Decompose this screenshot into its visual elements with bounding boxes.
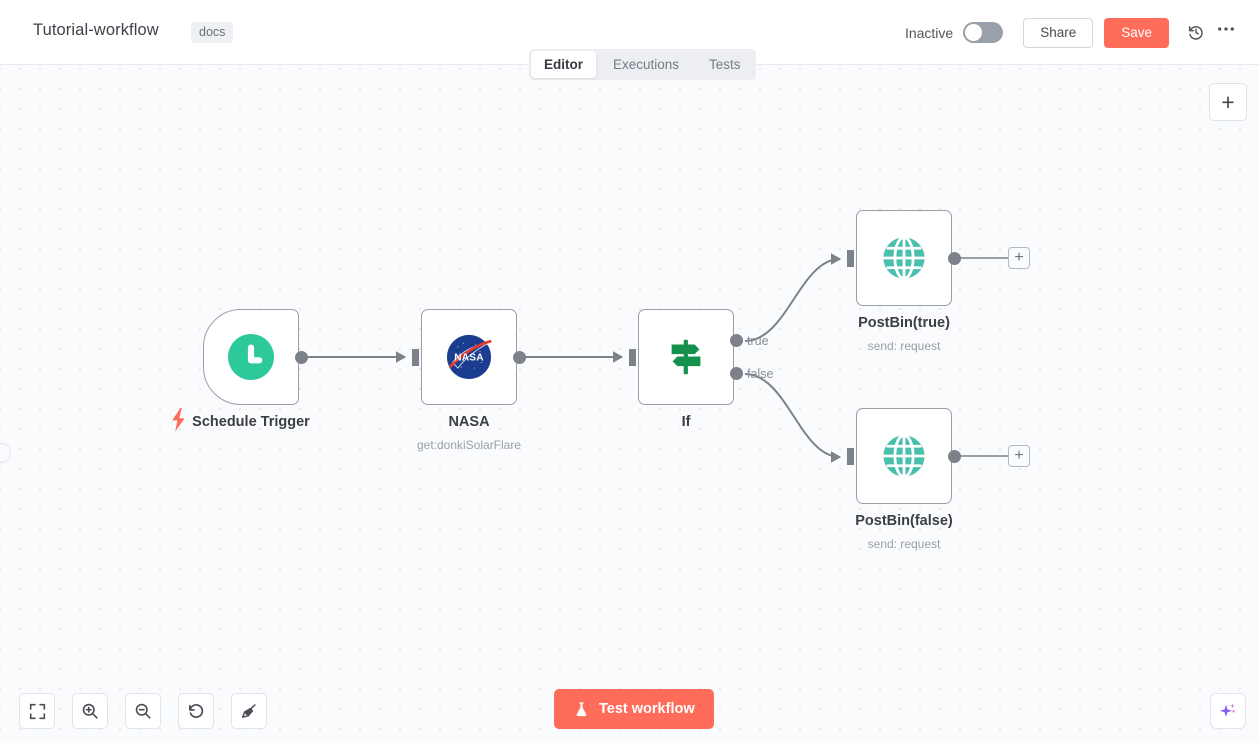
input-port-postbin-false xyxy=(847,448,854,465)
add-node-after-postbin-false[interactable]: + xyxy=(1008,445,1030,467)
reset-zoom-button[interactable] xyxy=(178,693,214,729)
zoom-in-button[interactable] xyxy=(72,693,108,729)
node-schedule-trigger[interactable] xyxy=(203,309,299,405)
clock-icon xyxy=(228,334,274,380)
lightning-bolt-icon xyxy=(172,408,185,432)
node-label-postbin-true: PostBin(true) xyxy=(858,315,950,331)
ellipsis-icon xyxy=(1218,27,1234,31)
output-label-false: false xyxy=(747,367,774,381)
app-header: Tutorial-workflow docs Inactive Share Sa… xyxy=(0,0,1259,65)
node-nasa[interactable]: NASA xyxy=(421,309,517,405)
workflow-history-button[interactable] xyxy=(1181,18,1211,48)
input-port-nasa xyxy=(412,349,419,366)
workflow-canvas[interactable]: Schedule Trigger NASA xyxy=(0,65,1259,742)
output-port-if-true[interactable] xyxy=(730,334,743,347)
zoom-out-button[interactable] xyxy=(125,693,161,729)
zoom-out-icon xyxy=(135,703,151,719)
node-label-postbin-false: PostBin(false) xyxy=(855,513,953,529)
tab-executions[interactable]: Executions xyxy=(613,57,680,72)
expand-icon xyxy=(29,703,45,719)
sidebar-collapse-handle[interactable] xyxy=(0,443,11,463)
trigger-bolt-indicator xyxy=(170,408,187,437)
node-postbin-true[interactable] xyxy=(856,210,952,306)
add-node-button[interactable]: + xyxy=(1209,83,1247,121)
output-label-true: true xyxy=(747,334,769,348)
tab-editor[interactable]: Editor xyxy=(531,51,596,78)
clock-history-icon xyxy=(1188,26,1203,40)
add-node-after-postbin-true[interactable]: + xyxy=(1008,247,1030,269)
output-port-nasa[interactable] xyxy=(513,351,526,364)
output-port-if-false[interactable] xyxy=(730,367,743,380)
sparkle-icon xyxy=(1219,703,1235,717)
signpost-icon xyxy=(671,339,701,375)
globe-icon xyxy=(883,236,925,280)
share-button[interactable]: Share xyxy=(1023,17,1094,48)
save-button[interactable]: Save xyxy=(1104,17,1169,48)
tab-tests[interactable]: Tests xyxy=(709,57,741,72)
editor-tabs: Editor Executions Tests xyxy=(529,49,756,80)
broom-icon xyxy=(241,704,256,718)
input-port-if xyxy=(629,349,636,366)
node-label-if: If xyxy=(681,414,691,430)
fit-to-view-button[interactable] xyxy=(19,693,55,729)
workflow-title[interactable]: Tutorial-workflow xyxy=(33,21,159,39)
activation-toggle[interactable] xyxy=(963,22,1004,43)
output-port-postbin-true[interactable] xyxy=(948,252,961,265)
node-postbin-false[interactable] xyxy=(856,408,952,504)
canvas-zoom-toolbar xyxy=(19,693,267,729)
edge-if-true-to-postbin-true xyxy=(744,253,842,342)
test-workflow-button[interactable]: Test workflow xyxy=(554,689,714,729)
edge-if-false-to-postbin-false xyxy=(744,373,842,463)
toggle-knob xyxy=(965,24,983,41)
svg-text:NASA: NASA xyxy=(454,353,484,364)
node-label-schedule-trigger: Schedule Trigger xyxy=(192,414,310,430)
zoom-in-icon xyxy=(82,703,98,719)
workflow-tag-docs[interactable]: docs xyxy=(191,22,234,43)
node-subtitle-postbin-false: send: request xyxy=(867,537,941,551)
output-port-schedule-trigger[interactable] xyxy=(295,351,308,364)
input-port-postbin-true xyxy=(847,250,854,267)
flask-icon xyxy=(576,701,587,716)
nasa-logo-icon: NASA xyxy=(446,334,492,380)
ai-assistant-button[interactable] xyxy=(1210,693,1246,729)
node-subtitle-nasa: get:donkiSolarFlare xyxy=(416,438,522,452)
header-actions: Inactive Share Save xyxy=(905,0,1241,65)
tidy-up-button[interactable] xyxy=(231,693,267,729)
activation-status-label: Inactive xyxy=(904,24,954,41)
more-options-button[interactable] xyxy=(1211,18,1241,48)
node-label-nasa: NASA xyxy=(448,414,490,430)
globe-icon xyxy=(883,434,925,478)
output-port-postbin-false[interactable] xyxy=(948,450,961,463)
node-if[interactable] xyxy=(638,309,734,405)
test-workflow-label: Test workflow xyxy=(599,701,695,717)
undo-icon xyxy=(189,704,204,718)
node-subtitle-postbin-true: send: request xyxy=(867,339,941,353)
connection-edges xyxy=(308,250,1008,465)
